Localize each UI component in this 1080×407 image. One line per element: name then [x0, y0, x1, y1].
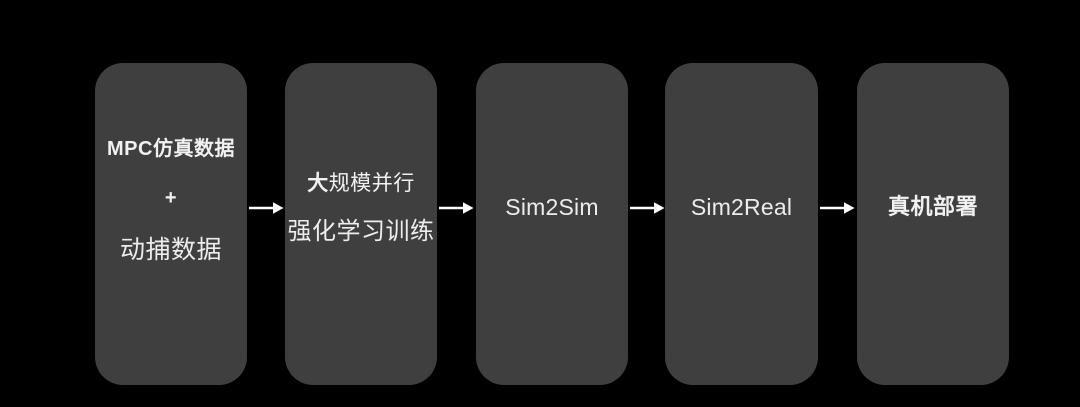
flow-box-rl-training-content: 大规模并行 强化学习训练	[285, 63, 437, 385]
flow-box-sim2sim-content: Sim2Sim	[476, 63, 628, 385]
sim2real-label: Sim2Real	[690, 193, 793, 220]
flow-box-sim2real: Sim2Real	[665, 63, 818, 385]
rl-training-line-1: 大规模并行	[307, 172, 415, 196]
flow-box-deployment: 真机部署	[857, 63, 1009, 385]
plus-sign: +	[164, 186, 178, 209]
arrow-right-icon	[629, 201, 665, 215]
rl-training-line-1-bold-segment: 大	[307, 172, 329, 196]
sim2sim-label: Sim2Sim	[505, 193, 599, 220]
arrow-right-icon	[248, 201, 284, 215]
rl-training-line-1-regular-segment: 规模并行	[328, 172, 415, 196]
flow-box-sim2real-content: Sim2Real	[665, 63, 818, 385]
flow-box-rl-training: 大规模并行 强化学习训练	[285, 63, 437, 385]
arrow-right-icon	[819, 201, 855, 215]
deployment-label: 真机部署	[887, 194, 978, 220]
rl-training-line-2: 强化学习训练	[287, 218, 435, 246]
training-data-line-2: 动捕数据	[119, 235, 222, 264]
arrow-right-icon	[438, 201, 474, 215]
flow-box-training-data-content: MPC仿真数据 + 动捕数据	[95, 63, 247, 385]
flow-box-training-data: MPC仿真数据 + 动捕数据	[95, 63, 247, 385]
training-data-line-1: MPC仿真数据	[107, 137, 235, 160]
flow-box-deployment-content: 真机部署	[857, 63, 1009, 385]
flow-box-sim2sim: Sim2Sim	[476, 63, 628, 385]
